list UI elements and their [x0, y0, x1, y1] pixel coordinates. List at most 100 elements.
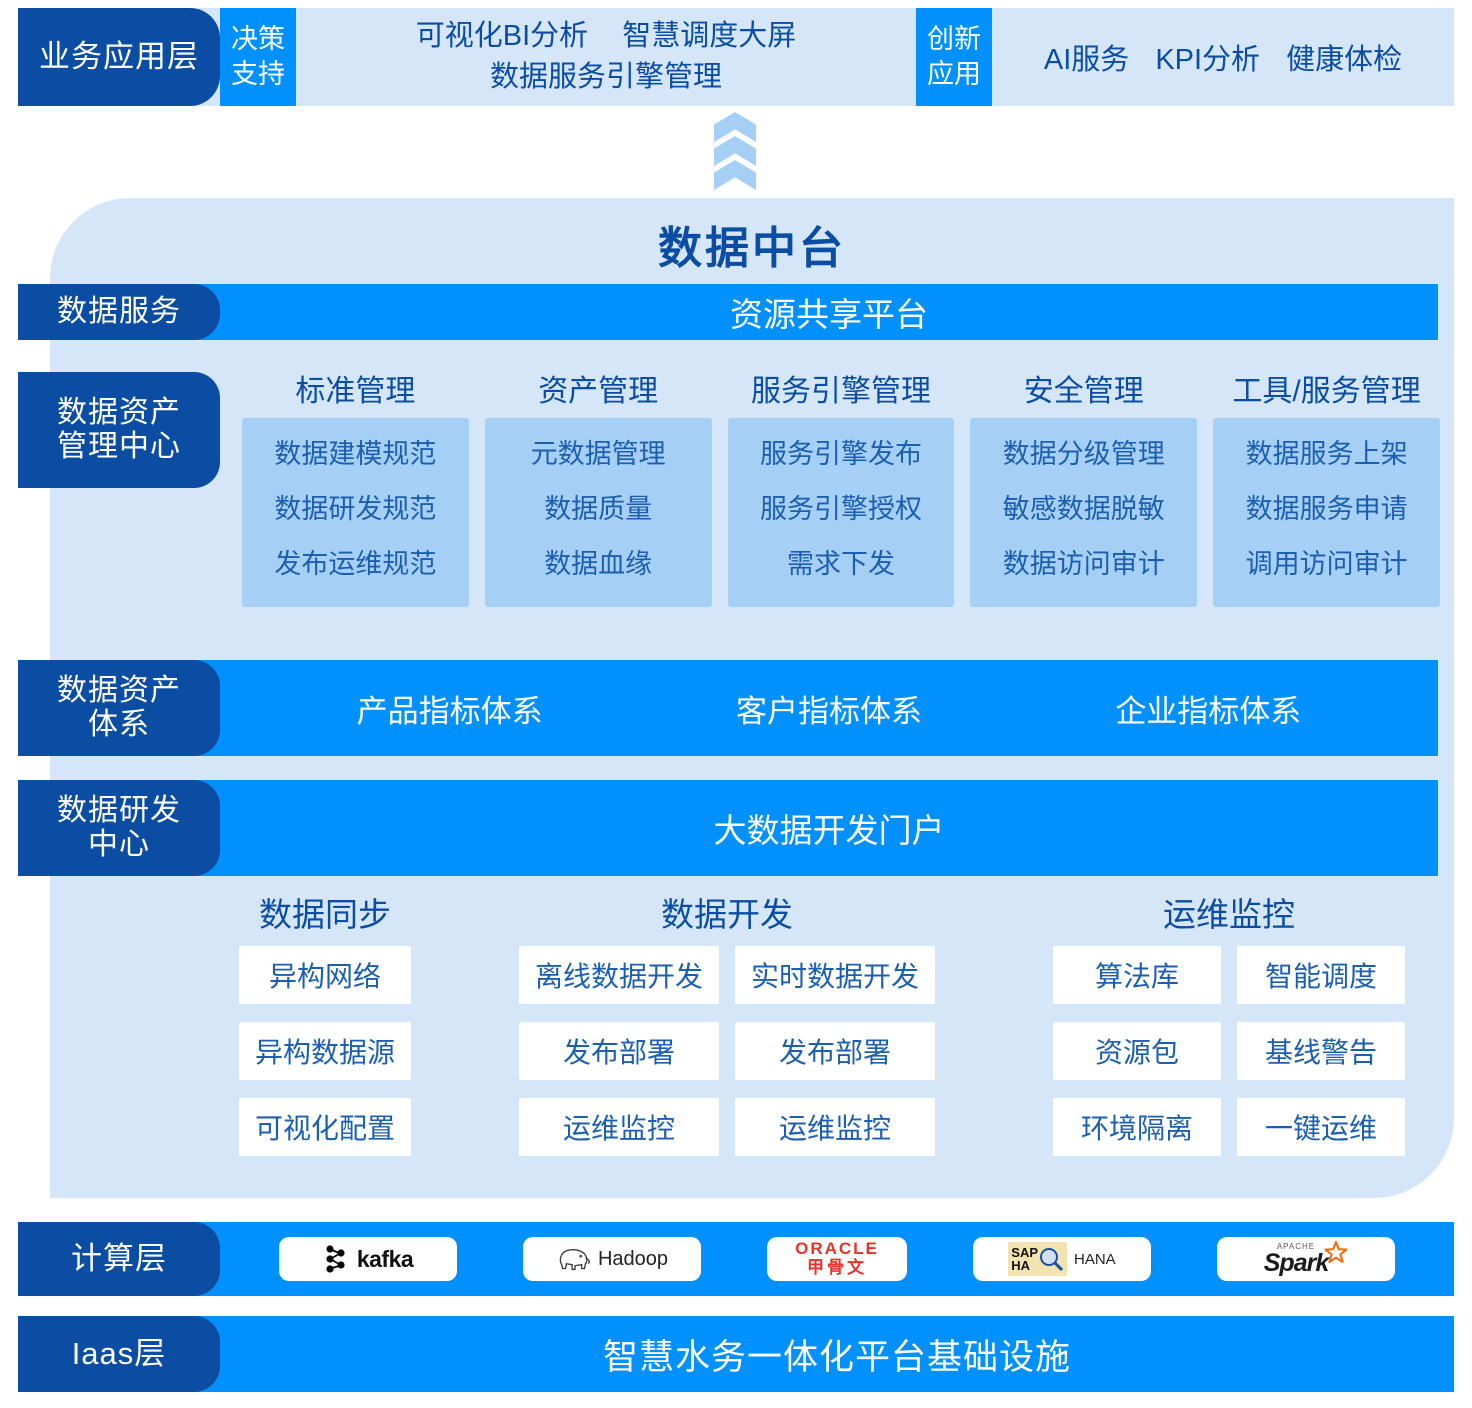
- dev-chip: 可视化配置: [238, 1098, 411, 1156]
- oracle-logo: ORACLE 甲骨文: [767, 1237, 907, 1281]
- kafka-logo: kafka: [279, 1237, 457, 1281]
- asset-system-label-line1: 数据资产: [57, 673, 181, 707]
- sap-logo-text: SAP: [1011, 1245, 1039, 1260]
- sap-hana-mark-icon: SAP HA: [1008, 1242, 1068, 1276]
- amc-item: 数据分级管理: [1002, 439, 1165, 469]
- dev-chip: 离线数据开发: [518, 946, 719, 1004]
- iaas-layer-body: 智慧水务一体化平台基础设施: [602, 1337, 1071, 1377]
- app-smart-dispatch-screen: 智慧调度大屏: [622, 20, 797, 53]
- amc-card: 数据服务上架 数据服务申请 调用访问审计: [1213, 418, 1440, 607]
- kafka-mark-icon: [326, 1245, 345, 1273]
- hadoop-elephant-icon: [559, 1249, 590, 1271]
- data-service-label: 数据服务: [18, 284, 220, 340]
- compute-layer-label: 计算层: [18, 1222, 220, 1296]
- rd-center-label-line2: 中心: [88, 828, 150, 861]
- rd-center-body: 大数据开发门户: [713, 812, 945, 849]
- asset-management-center: 数据资产 管理中心 标准管理 数据建模规范 数据研发规范 发布运维规范 资产管理…: [18, 366, 1454, 646]
- asset-system-band: 数据资产 体系 产品指标体系 客户指标体系 企业指标体系: [18, 660, 1438, 756]
- amc-column-title: 工具/服务管理: [1232, 375, 1421, 408]
- apache-logo-text: APACHE: [1276, 1241, 1316, 1251]
- decision-support-tag-line1: 决策: [231, 24, 285, 55]
- oracle-logo-text-en: ORACLE: [795, 1239, 879, 1259]
- amc-item: 数据服务上架: [1245, 439, 1408, 469]
- dev-chip: 一键运维: [1237, 1098, 1405, 1156]
- hadoop-logo: Hadoop: [523, 1237, 701, 1281]
- amc-item: 数据研发规范: [274, 494, 437, 524]
- asset-system-label-line2: 体系: [88, 708, 150, 741]
- amc-item: 数据血缘: [544, 549, 653, 579]
- dev-chip: 环境隔离: [1053, 1098, 1221, 1156]
- app-kpi-analysis: KPI分析: [1155, 44, 1261, 76]
- iaas-layer-label: Iaas层: [18, 1316, 220, 1392]
- dev-group-title: 数据开发: [661, 896, 793, 933]
- amc-column-title: 安全管理: [1023, 375, 1144, 408]
- app-health-check: 健康体检: [1286, 44, 1403, 76]
- amc-column-security-mgmt: 安全管理 数据分级管理 敏感数据脱敏 数据访问审计: [970, 366, 1198, 607]
- hadoop-logo-text: Hadoop: [597, 1247, 669, 1270]
- amc-item: 调用访问审计: [1245, 549, 1408, 579]
- dev-group-title: 运维监控: [1163, 896, 1295, 933]
- amc-item: 数据访问审计: [1002, 549, 1165, 579]
- business-application-layer: 业务应用层 决策 支持 可视化BI分析 智慧调度大屏 数据服务引擎管理 创新 应…: [18, 8, 1454, 106]
- amc-item: 数据建模规范: [274, 439, 437, 469]
- app-ai-service: AI服务: [1043, 44, 1130, 76]
- innovation-app-tag: 创新 应用: [916, 8, 992, 106]
- amc-column-asset-mgmt: 资产管理 元数据管理 数据质量 数据血缘: [484, 366, 712, 607]
- asset-system-items: 产品指标体系 客户指标体系 企业指标体系: [220, 660, 1438, 756]
- magnifier-icon: [1040, 1248, 1064, 1272]
- upward-arrow-icon: [714, 112, 756, 190]
- innovation-apps: AI服务 KPI分析 健康体检: [992, 8, 1454, 106]
- data-service-band: 数据服务 资源共享平台: [18, 284, 1438, 340]
- amc-card: 服务引擎发布 服务引擎授权 需求下发: [727, 418, 955, 607]
- dev-chip: 资源包: [1053, 1022, 1221, 1080]
- rd-center-band: 数据研发 中心 大数据开发门户: [18, 780, 1438, 876]
- dev-group-data-sync: 数据同步 异构网络 异构数据源 可视化配置: [200, 888, 450, 1168]
- spark-star-icon: [1324, 1241, 1348, 1264]
- dev-chip: 算法库: [1053, 946, 1221, 1004]
- amc-card: 元数据管理 数据质量 数据血缘: [484, 418, 712, 607]
- decision-support-tag: 决策 支持: [220, 8, 296, 106]
- decision-support-tag-line2: 支持: [231, 59, 285, 89]
- dev-group-ops-monitoring: 运维监控 算法库 资源包 环境隔离 智能调度 基线警告 一键运维: [1004, 888, 1454, 1168]
- spark-logo: APACHE Spark: [1217, 1237, 1395, 1281]
- dev-chip: 发布部署: [735, 1022, 936, 1080]
- spark-logo-text: Spark: [1263, 1248, 1329, 1277]
- amc-column-tool-service-mgmt: 工具/服务管理 数据服务上架 数据服务申请 调用访问审计: [1213, 366, 1440, 607]
- amc-item: 元数据管理: [530, 439, 666, 469]
- dev-chip: 基线警告: [1237, 1022, 1405, 1080]
- amc-column-title: 标准管理: [295, 375, 416, 408]
- amc-column-title: 资产管理: [538, 375, 659, 408]
- asset-system-item-enterprise: 企业指标体系: [1115, 693, 1302, 729]
- dev-group-title: 数据同步: [259, 896, 391, 933]
- sap-hana-logo: SAP HA HANA: [973, 1237, 1151, 1281]
- amc-column-service-engine-mgmt: 服务引擎管理 服务引擎发布 服务引擎授权 需求下发: [727, 366, 955, 607]
- rd-center-label-line1: 数据研发: [57, 793, 181, 827]
- hana-logo-text: HANA: [1074, 1250, 1116, 1268]
- amc-column-title: 服务引擎管理: [750, 375, 931, 408]
- kafka-logo-text: kafka: [356, 1245, 414, 1272]
- innovation-app-tag-line1: 创新: [927, 24, 981, 55]
- asset-system-item-product: 产品指标体系: [356, 693, 543, 729]
- ha-logo-text: HA: [1011, 1258, 1031, 1273]
- asset-management-center-label: 数据资产 管理中心: [18, 372, 220, 488]
- data-service-body: 资源共享平台: [730, 296, 928, 333]
- amc-item: 需求下发: [786, 549, 895, 579]
- dev-chip: 实时数据开发: [735, 946, 936, 1004]
- amc-label-line2: 管理中心: [57, 430, 181, 463]
- development-section: 数据同步 异构网络 异构数据源 可视化配置 数据开发 离线数据开发 发布部署 运…: [200, 888, 1454, 1168]
- dev-chip: 智能调度: [1237, 946, 1405, 1004]
- compute-layer: 计算层 kafka Hadoop: [18, 1222, 1454, 1296]
- app-bi-analysis: 可视化BI分析: [415, 20, 589, 53]
- amc-card: 数据建模规范 数据研发规范 发布运维规范: [242, 418, 469, 607]
- asset-system-item-customer: 客户指标体系: [735, 693, 922, 729]
- decision-support-apps: 可视化BI分析 智慧调度大屏 数据服务引擎管理: [296, 8, 916, 106]
- amc-card: 数据分级管理 敏感数据脱敏 数据访问审计: [970, 418, 1198, 607]
- business-layer-label: 业务应用层: [18, 8, 220, 106]
- dev-chip: 异构网络: [238, 946, 411, 1004]
- amc-item: 数据服务申请: [1245, 494, 1408, 524]
- dev-group-data-development: 数据开发 离线数据开发 发布部署 运维监控 实时数据开发 发布部署 运维监控: [492, 888, 962, 1168]
- amc-item: 服务引擎发布: [759, 439, 922, 469]
- innovation-app-tag-line2: 应用: [927, 59, 981, 89]
- amc-item: 服务引擎授权: [759, 494, 922, 524]
